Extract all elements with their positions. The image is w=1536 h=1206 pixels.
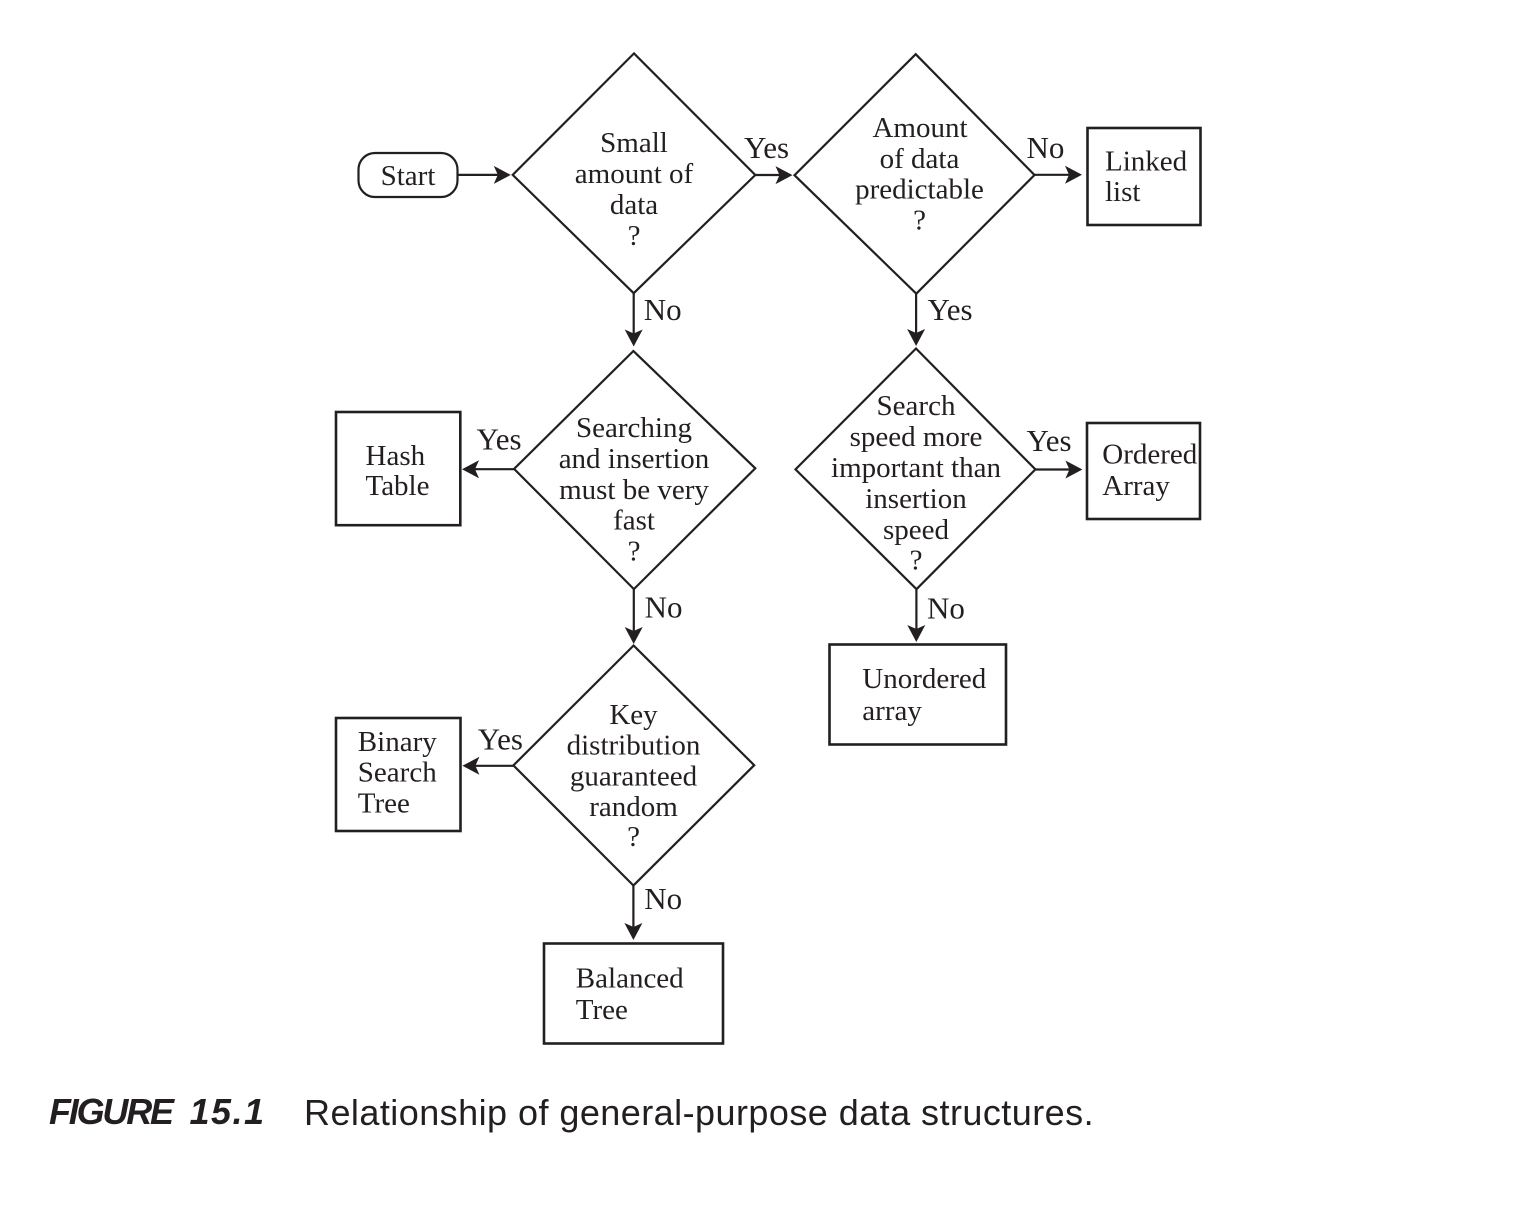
svg-text:guaranteed: guaranteed xyxy=(570,760,698,792)
svg-text:?: ? xyxy=(913,205,926,237)
svg-text:FIGURE: FIGURE xyxy=(49,1091,175,1132)
svg-text:Hash: Hash xyxy=(366,440,426,472)
svg-text:Yes: Yes xyxy=(928,292,973,327)
svg-text:Searching: Searching xyxy=(576,412,692,444)
svg-text:distribution: distribution xyxy=(567,730,701,762)
svg-text:Ordered: Ordered xyxy=(1102,439,1198,471)
svg-text:?: ? xyxy=(627,821,640,853)
svg-text:list: list xyxy=(1105,176,1140,208)
svg-text:15.1: 15.1 xyxy=(190,1091,266,1132)
svg-text:array: array xyxy=(862,695,922,727)
svg-text:Balanced: Balanced xyxy=(576,963,684,995)
svg-text:speed: speed xyxy=(883,514,950,546)
svg-text:Array: Array xyxy=(1102,470,1170,502)
svg-text:insertion: insertion xyxy=(865,483,967,515)
svg-text:Small: Small xyxy=(600,127,668,159)
svg-text:No: No xyxy=(644,881,682,916)
svg-text:Key: Key xyxy=(609,699,658,731)
svg-text:Yes: Yes xyxy=(478,722,523,757)
svg-text:Amount: Amount xyxy=(872,112,967,144)
svg-text:Yes: Yes xyxy=(1027,423,1072,458)
svg-text:Start: Start xyxy=(381,160,436,192)
svg-text:important than: important than xyxy=(831,452,1001,484)
svg-text:amount of: amount of xyxy=(575,158,694,190)
svg-text:Yes: Yes xyxy=(477,422,522,457)
svg-text:No: No xyxy=(644,292,682,327)
svg-text:?: ? xyxy=(628,536,641,568)
svg-text:speed more: speed more xyxy=(850,421,983,453)
svg-text:Tree: Tree xyxy=(358,787,410,819)
svg-text:Linked: Linked xyxy=(1105,145,1188,177)
svg-text:Search: Search xyxy=(877,390,956,422)
svg-text:Relationship of general-purpos: Relationship of general-purpose data str… xyxy=(304,1092,1094,1133)
svg-text:Unordered: Unordered xyxy=(862,663,987,695)
svg-text:No: No xyxy=(1027,130,1065,165)
svg-text:fast: fast xyxy=(613,505,655,537)
svg-text:data: data xyxy=(610,189,658,221)
svg-text:?: ? xyxy=(628,220,641,252)
svg-text:?: ? xyxy=(910,545,923,577)
svg-text:predictable: predictable xyxy=(855,174,984,206)
svg-text:Search: Search xyxy=(358,757,437,789)
svg-text:Tree: Tree xyxy=(576,994,628,1026)
svg-text:of data: of data xyxy=(880,143,960,175)
svg-text:and insertion: and insertion xyxy=(559,443,710,475)
svg-text:Table: Table xyxy=(366,470,430,502)
svg-text:No: No xyxy=(645,590,683,625)
svg-text:Binary: Binary xyxy=(358,726,437,758)
svg-text:must be very: must be very xyxy=(559,474,709,506)
svg-text:random: random xyxy=(589,791,678,823)
svg-text:No: No xyxy=(927,591,965,626)
svg-text:Yes: Yes xyxy=(744,130,789,165)
